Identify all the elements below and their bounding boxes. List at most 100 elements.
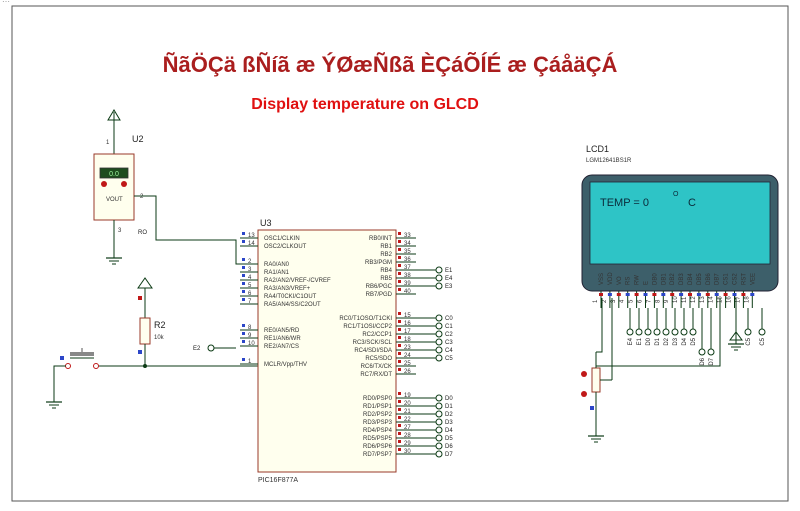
- net-label-ro: RO: [138, 230, 147, 236]
- net-terminal[interactable]: [435, 418, 443, 426]
- lcd-pin-name: DB2: [670, 273, 676, 285]
- lcd-ref: LCD1: [586, 144, 609, 154]
- u3-pin-number: 36: [404, 257, 411, 263]
- net-terminal[interactable]: [435, 346, 443, 354]
- sheet-border: [11, 5, 789, 502]
- u3-pin-name: RD7/PSP7: [363, 452, 393, 458]
- net-label: D4: [682, 337, 688, 345]
- pin-marker: [398, 432, 401, 435]
- net-terminal[interactable]: [435, 266, 443, 274]
- pin-marker: [670, 293, 675, 296]
- u3-right-pins: 33RB0/INT34RB135RB236RB3/PGM37RB438RB539…: [339, 232, 416, 458]
- pin-marker: [242, 240, 245, 243]
- sensor-display: [99, 167, 129, 179]
- glcd-lcd1[interactable]: TEMP = 0 O C: [581, 174, 779, 292]
- lcd-pin-number: 17: [735, 296, 741, 303]
- pin-marker: [643, 293, 648, 296]
- net-terminal[interactable]: [689, 328, 697, 336]
- page-title: ÑãÖÇä ßÑíã æ ÝØæÑßã ÈÇáÕÍÉ æ ÇáåäÇÁ: [162, 52, 618, 77]
- mcu-u3-body[interactable]: [257, 229, 397, 473]
- net-terminal[interactable]: [626, 328, 634, 336]
- net-terminal[interactable]: [435, 322, 443, 330]
- r2-ref: R2: [154, 320, 166, 330]
- u3-pin-number: 6: [248, 291, 252, 297]
- net-label: C0: [445, 316, 453, 322]
- pin-marker: [242, 274, 245, 277]
- net-terminal[interactable]: [635, 328, 643, 336]
- pin-marker: [398, 336, 401, 339]
- pin-marker: [398, 256, 401, 259]
- net-terminal[interactable]: [435, 330, 443, 338]
- pin-marker: [398, 264, 401, 267]
- net-terminal[interactable]: [644, 328, 652, 336]
- contrast-potentiometer[interactable]: [581, 298, 721, 436]
- lcd-screen-text: TEMP = 0: [600, 197, 649, 209]
- net-terminal[interactable]: [435, 402, 443, 410]
- lcd-pin-number: 3: [611, 299, 617, 303]
- net-terminal[interactable]: [435, 442, 443, 450]
- u3-pin-number: 15: [404, 313, 411, 319]
- pin-marker: [242, 266, 245, 269]
- u3-pin-number: 13: [248, 233, 255, 239]
- net-terminal[interactable]: [435, 282, 443, 290]
- u3-pin-name: RD2/PSP2: [363, 412, 393, 418]
- sensor-u2[interactable]: 1 U2 0.0 VOUT 2 3: [93, 109, 144, 265]
- net-terminal[interactable]: [435, 450, 443, 458]
- pin-marker: [398, 240, 401, 243]
- net-terminal[interactable]: [435, 394, 443, 402]
- net-terminal[interactable]: [435, 354, 443, 362]
- net-terminal[interactable]: [435, 338, 443, 346]
- sensor-button-up-icon[interactable]: [121, 181, 127, 187]
- u3-pin-number: 2: [248, 259, 252, 265]
- pin-marker: [607, 293, 612, 296]
- lcd-pin-name: CS2: [733, 273, 739, 285]
- u3-pin-number: 22: [404, 417, 411, 423]
- net-label: C1: [445, 324, 453, 330]
- net-label: C5: [445, 356, 453, 362]
- u3-pin-name: RD4/PSP4: [363, 428, 393, 434]
- pin-marker: [242, 332, 245, 335]
- u3-pin-number: 40: [404, 289, 411, 295]
- sheet-caption: …: [2, 0, 10, 4]
- lcd-pin-number: 12: [691, 296, 697, 303]
- u3-pin-name: OSC2/CLKOUT: [264, 244, 307, 250]
- net-label: E1: [637, 337, 643, 345]
- net-terminal[interactable]: [662, 328, 670, 336]
- net-label: D5: [691, 337, 697, 345]
- u3-pin-name: RA4/T0CKI/C1OUT: [264, 294, 317, 300]
- net-terminal[interactable]: [435, 410, 443, 418]
- resistor-r2[interactable]: R2 10k: [137, 277, 166, 366]
- net-label: D0: [646, 337, 652, 345]
- net-terminal-e2[interactable]: [207, 344, 215, 352]
- net-terminal[interactable]: [435, 314, 443, 322]
- reset-button[interactable]: [60, 348, 99, 369]
- lcd-pin-number: 4: [620, 299, 626, 303]
- lcd-pin-name: RST: [741, 273, 747, 285]
- net-label: D5: [445, 436, 453, 442]
- net-terminal[interactable]: [435, 426, 443, 434]
- lcd-pin-name: VDD: [608, 272, 614, 285]
- u3-pin-number: 10: [248, 341, 255, 347]
- lcd-pin-number: 15: [718, 296, 724, 303]
- net-terminal[interactable]: [435, 434, 443, 442]
- sensor-button-down-icon[interactable]: [101, 181, 107, 187]
- net-label: D6: [445, 444, 453, 450]
- page-subtitle: Display temperature on GLCD: [251, 96, 479, 113]
- net-terminal[interactable]: [671, 328, 679, 336]
- net-terminal[interactable]: [680, 328, 688, 336]
- net-terminal[interactable]: [758, 328, 766, 336]
- net-terminal[interactable]: [744, 328, 752, 336]
- u3-pin-number: 24: [404, 353, 411, 359]
- u3-pin-name: RB3/PGM: [365, 260, 392, 266]
- pin-marker: [242, 282, 245, 285]
- net-terminal[interactable]: [653, 328, 661, 336]
- net-terminal[interactable]: [435, 274, 443, 282]
- net-label: C2: [445, 332, 453, 338]
- net-terminal[interactable]: [698, 348, 706, 356]
- pin-marker: [750, 293, 755, 296]
- pin-marker: [398, 400, 401, 403]
- net-label: D1: [445, 404, 453, 410]
- net-terminal[interactable]: [707, 348, 715, 356]
- u2-pin3: 3: [118, 228, 122, 234]
